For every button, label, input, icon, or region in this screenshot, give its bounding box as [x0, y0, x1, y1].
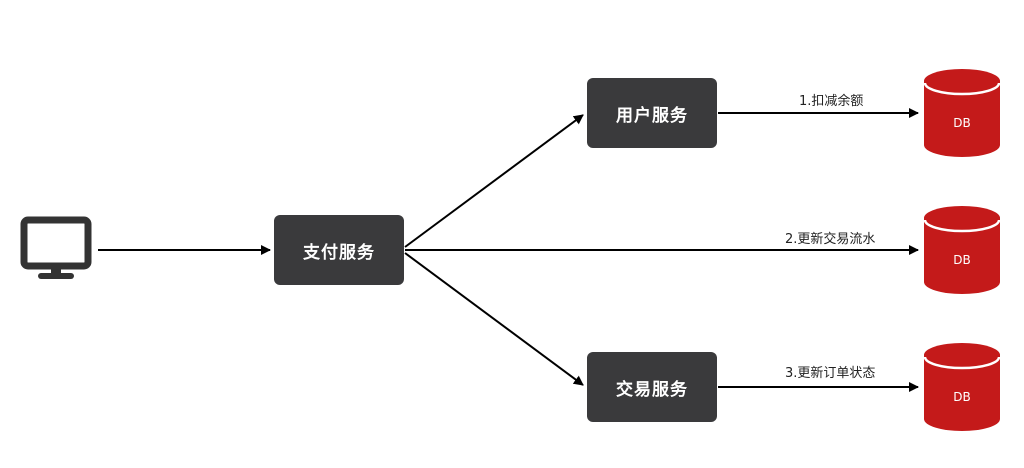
database-icon-2: DB — [922, 205, 1002, 295]
db-label-2: DB — [953, 253, 971, 267]
user-service-label: 用户服务 — [616, 105, 688, 126]
edge-label-update-flow: 2.更新交易流水 — [785, 232, 876, 247]
trade-service-label: 交易服务 — [616, 379, 688, 400]
monitor-icon — [20, 216, 92, 286]
db-label-1: DB — [953, 116, 971, 130]
database-icon-1: DB — [922, 68, 1002, 158]
pay-service-label: 支付服务 — [303, 242, 375, 263]
db-label-3: DB — [953, 390, 971, 404]
user-service-box: 用户服务 — [587, 78, 717, 148]
database-icon-3: DB — [922, 342, 1002, 432]
trade-service-box: 交易服务 — [587, 352, 717, 422]
pay-service-box: 支付服务 — [274, 215, 404, 285]
arrow-pay-to-trade — [404, 252, 584, 386]
edge-label-update-order: 3.更新订单状态 — [785, 366, 876, 381]
edge-label-deduct-balance: 1.扣减余额 — [799, 94, 864, 109]
arrow-pay-to-user — [404, 114, 584, 248]
